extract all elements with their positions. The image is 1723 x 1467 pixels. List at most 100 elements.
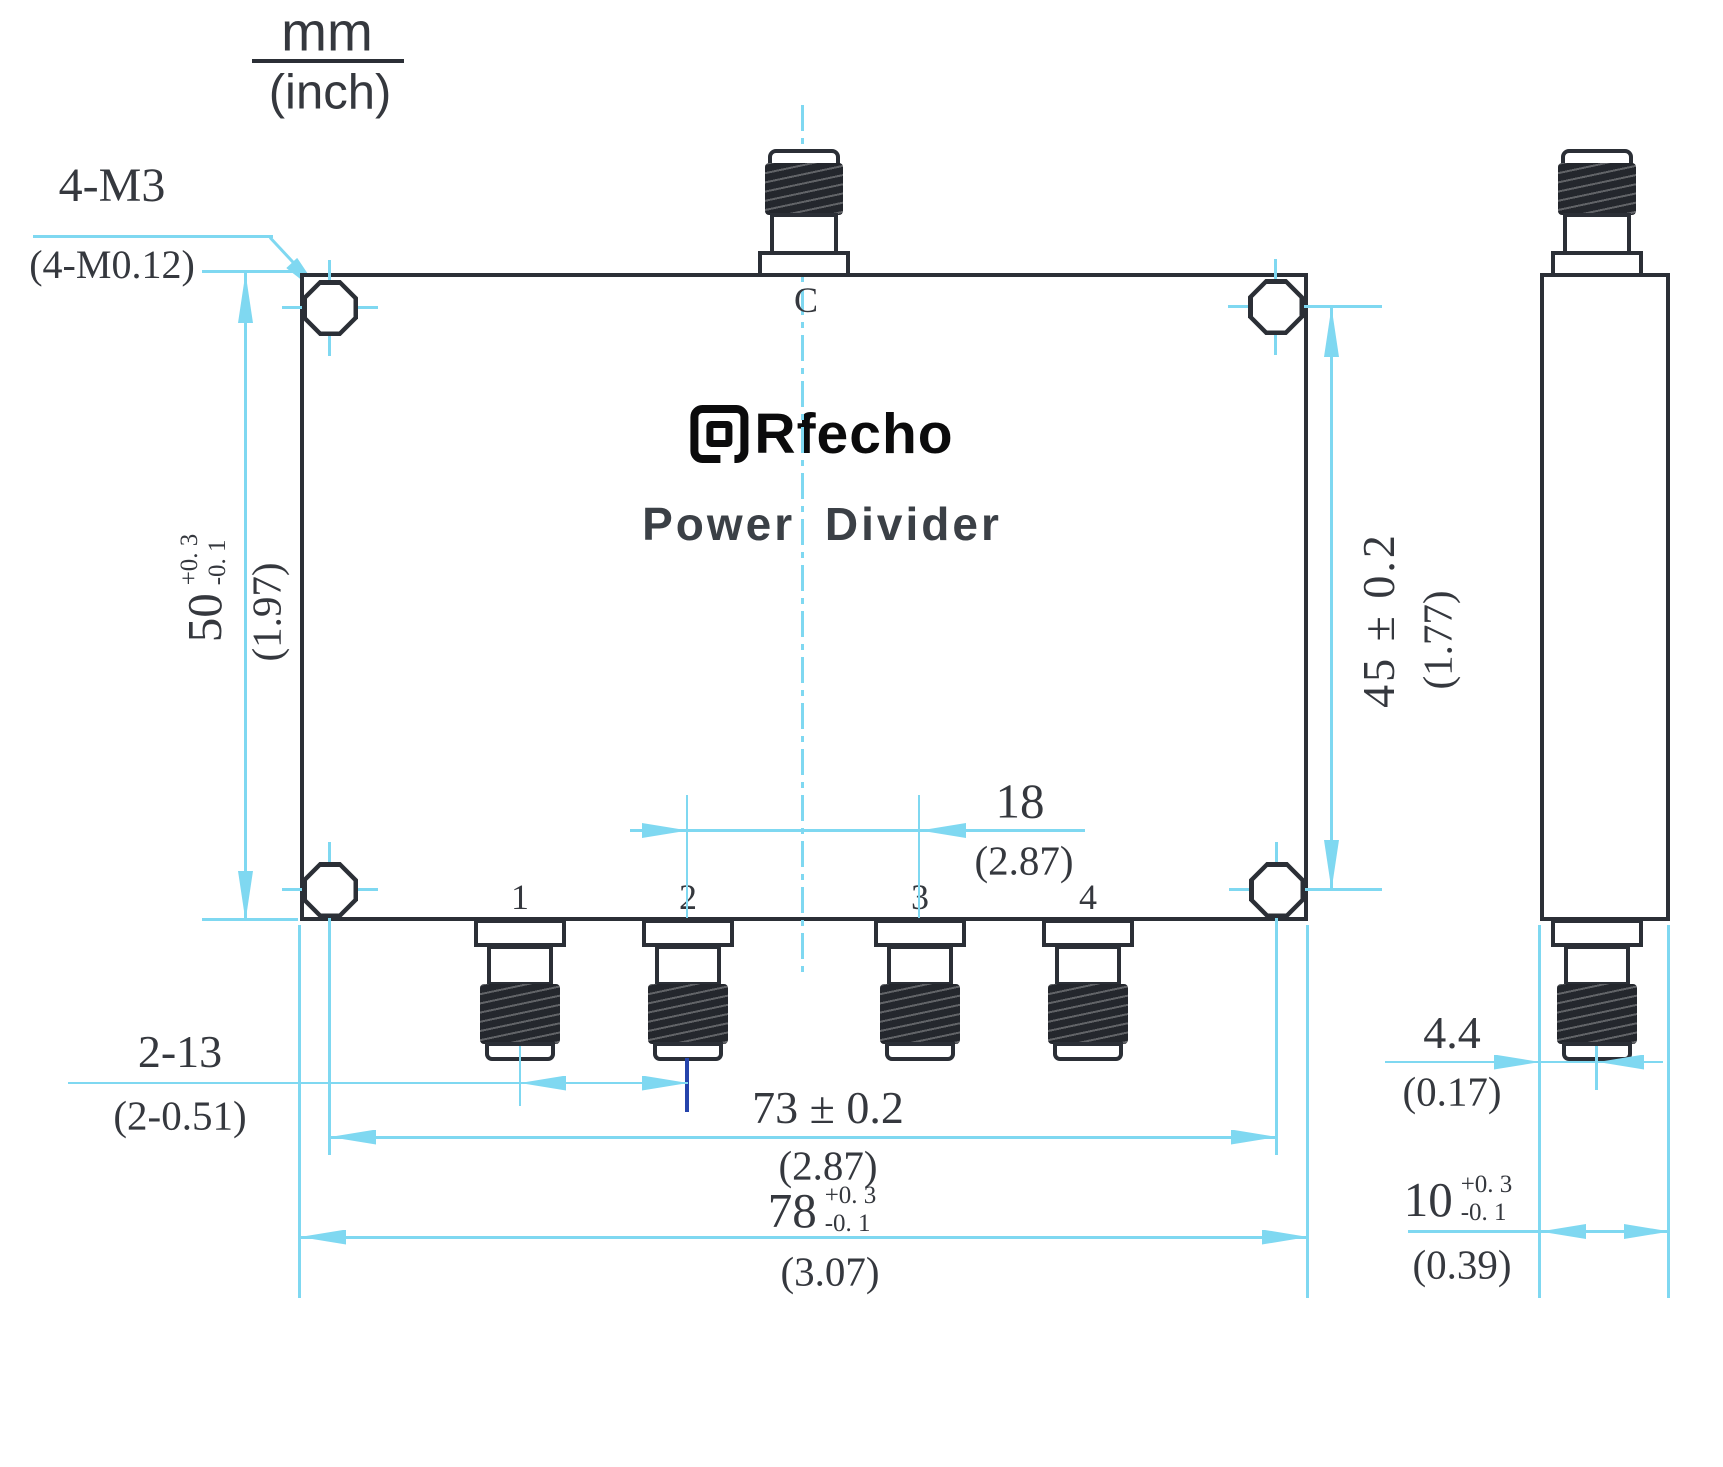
dim45-value: 45 ± 0.2	[1353, 532, 1404, 708]
screw-hole-top-right	[1248, 279, 1304, 335]
dim44-ext-center	[1595, 1046, 1598, 1090]
dim13-ext-port1	[519, 1046, 521, 1106]
dim73-line	[330, 1136, 1277, 1139]
dim50-ext-top	[202, 270, 298, 273]
dim10-line	[1408, 1230, 1670, 1233]
dim73-inch: (2.87)	[778, 1142, 878, 1189]
sma-top-neck	[770, 213, 838, 255]
sma-port4-cap	[1053, 1042, 1123, 1061]
dim73-value: 73 ± 0.2	[752, 1082, 904, 1133]
sma-port3-threads	[880, 984, 960, 1044]
dim45-arrow-up-icon	[1324, 307, 1339, 357]
dim78-arrow-right-icon	[1262, 1229, 1308, 1245]
dim78-inch: (3.07)	[780, 1248, 880, 1295]
brand-logo: Rfecho	[690, 401, 953, 467]
dim50-tol-minus: -0. 1	[204, 539, 231, 586]
sma-side-top-flange	[1551, 251, 1643, 277]
dim50-tol-plus: +0. 3	[176, 533, 203, 586]
screw-note-leader-line	[33, 235, 273, 238]
sma-side-top-threads	[1558, 163, 1636, 215]
dim13-ext-port2-navy	[685, 1058, 689, 1112]
dim45-inch: (1.77)	[1414, 590, 1461, 690]
screw-note-inch: (4-M0.12)	[29, 242, 195, 287]
dim44-inch: (0.17)	[1402, 1068, 1502, 1115]
dim44-value: 4.4	[1423, 1007, 1481, 1058]
dim10-inch: (0.39)	[1412, 1241, 1512, 1288]
port-label-3: 3	[911, 877, 929, 917]
dim78-line	[300, 1236, 1308, 1239]
dim50-inch: (1.97)	[243, 562, 290, 662]
sma-port3-flange	[874, 919, 966, 947]
dim45-arrow-navy-icon	[1327, 854, 1336, 890]
sma-port4-threads	[1048, 984, 1128, 1044]
screw-hole-bottom-left	[302, 862, 358, 918]
power-divider-body-side	[1540, 273, 1670, 921]
dim78-tol-plus: +0. 3	[824, 1182, 877, 1209]
port-label-4: 4	[1079, 877, 1097, 917]
port-label-2: 2	[679, 877, 697, 917]
dim18-ext-port3	[918, 795, 920, 918]
rfecho-logo-icon	[690, 405, 749, 463]
dim13-inch: (2-0.51)	[113, 1092, 247, 1139]
units-inch-label: (inch)	[268, 65, 392, 120]
port-label-1: 1	[511, 877, 529, 917]
dim10-arrow-left-icon	[1540, 1224, 1586, 1239]
sma-port4-neck	[1055, 945, 1121, 986]
sma-top-flange	[758, 251, 850, 277]
brand-name: Rfecho	[754, 402, 954, 466]
sma-port1-flange	[474, 919, 566, 947]
dim50-value: 50 +0. 3 -0. 1	[176, 534, 232, 643]
screw-hole-top-left	[302, 280, 358, 336]
dim10-tol-minus: -0. 1	[1460, 1199, 1507, 1226]
dim10-ext-right	[1667, 925, 1670, 1298]
dim78-ext-left	[298, 925, 301, 1298]
dim73-arrow-left-icon	[330, 1129, 376, 1145]
dim10-ext-left	[1538, 925, 1541, 1298]
port-label-center: C	[793, 280, 819, 320]
dim78-value: 78 +0. 3 -0. 1	[768, 1182, 877, 1238]
dim13-line	[68, 1082, 688, 1084]
sma-port2-flange	[642, 919, 734, 947]
dim18-line	[630, 829, 1085, 832]
dim50-arrow-navy-icon	[241, 885, 250, 921]
units-fraction-bar	[252, 59, 404, 63]
dim50-arrow-up-icon	[238, 273, 253, 323]
vertical-centerline	[801, 105, 804, 978]
sma-side-top-neck	[1563, 213, 1631, 255]
dim50-line	[244, 273, 247, 921]
dim78-arrow-left-icon	[300, 1229, 346, 1245]
sma-port2-threads	[648, 984, 728, 1044]
dim13-value: 2-13	[137, 1026, 223, 1077]
screw-hole-bottom-right	[1249, 862, 1305, 918]
screw-crosshair-v-bottom-left	[328, 842, 331, 1155]
dim13-arrow-right-icon	[642, 1075, 688, 1091]
dim73-arrow-right-icon	[1231, 1129, 1277, 1145]
sma-top-threads	[765, 163, 843, 215]
dim50-ext-bottom	[202, 918, 298, 921]
units-mm-label: mm	[281, 0, 373, 63]
dim45-line	[1330, 307, 1333, 890]
dim78-tol-minus: -0. 1	[824, 1210, 871, 1237]
sma-port3-neck	[887, 945, 953, 986]
sma-side-bottom-neck	[1564, 945, 1630, 986]
dim78-ext-right	[1306, 925, 1309, 1298]
dim18-value: 18	[995, 773, 1045, 829]
sma-side-bottom-flange	[1551, 919, 1643, 947]
dim18-inch: (2.87)	[974, 837, 1074, 884]
screw-note-metric: 4-M3	[58, 159, 166, 212]
screw-crosshair-h-top-right	[1228, 305, 1382, 308]
screw-crosshair-h-bottom-right	[1229, 888, 1382, 891]
dim10-value: 10 +0. 3 -0. 1	[1404, 1171, 1513, 1227]
sma-port1-neck	[487, 945, 553, 986]
dim10-tol-plus: +0. 3	[1460, 1171, 1513, 1198]
dim10-main: 10	[1403, 1171, 1453, 1227]
dim44-arrow-left-icon	[1494, 1054, 1540, 1070]
dim13-arrow-left-icon	[520, 1075, 566, 1091]
dim10-arrow-right-icon	[1624, 1224, 1670, 1239]
product-title: Power Divider	[642, 498, 1002, 550]
sma-port2-neck	[655, 945, 721, 986]
power-divider-body-front	[300, 273, 1308, 921]
sma-port1-threads	[480, 984, 560, 1044]
sma-port3-cap	[885, 1042, 955, 1061]
